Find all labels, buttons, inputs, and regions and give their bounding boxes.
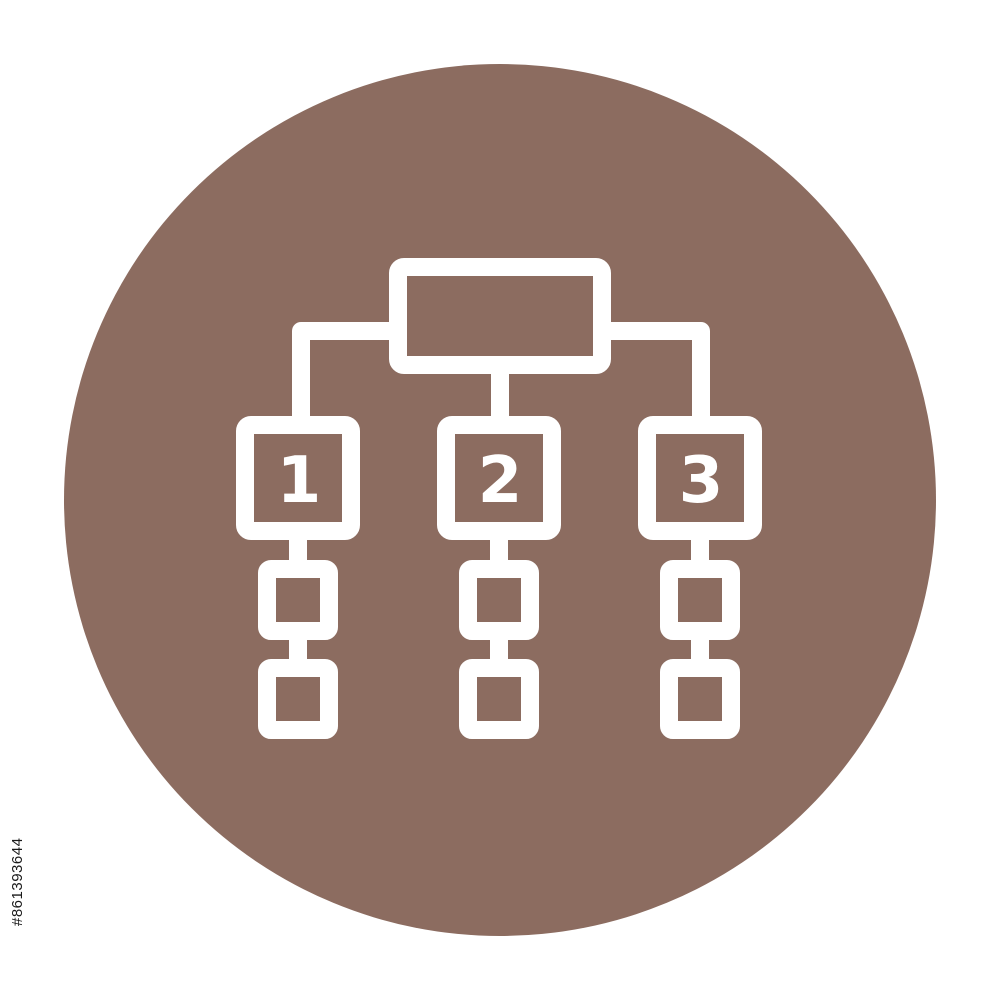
connector-right bbox=[593, 322, 710, 434]
child-box-1b bbox=[258, 659, 338, 739]
child-box-3b bbox=[660, 659, 740, 739]
background-circle bbox=[64, 64, 936, 936]
branch-number-2: 2 bbox=[478, 444, 523, 518]
branch-number-3: 3 bbox=[679, 444, 724, 518]
branch-number-1: 1 bbox=[277, 444, 322, 518]
stock-id-label: #861393644 bbox=[9, 837, 26, 926]
child-box-2b bbox=[459, 659, 539, 739]
connector-left bbox=[292, 322, 407, 434]
